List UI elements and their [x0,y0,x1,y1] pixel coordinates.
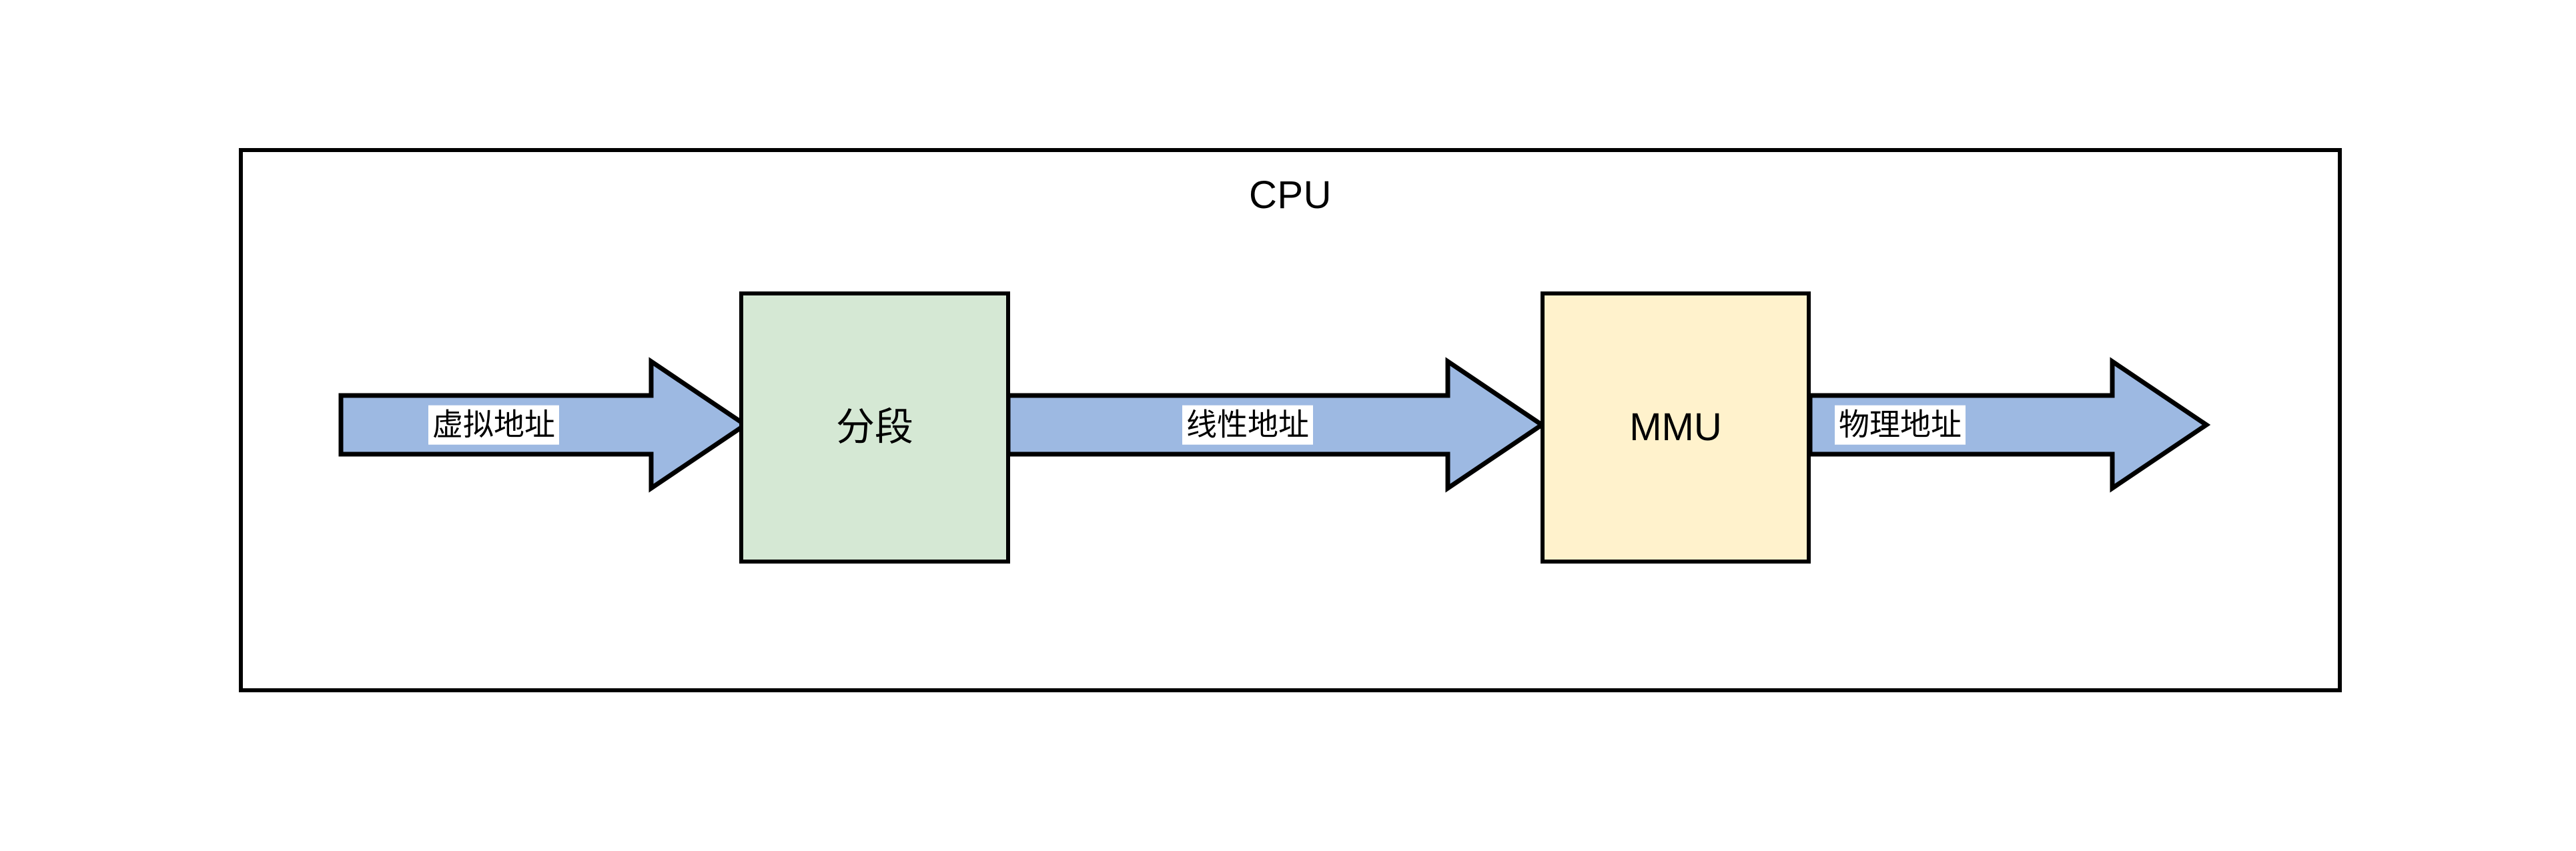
cpu-title-label: CPU [1249,173,1332,217]
arrow-virtual-address: 虚拟地址 [338,357,750,493]
node-mmu-label: MMU [1629,405,1722,449]
node-segment-label: 分段 [835,405,913,449]
node-segment[interactable]: 分段 [739,291,1010,564]
arrow-linear-address-label: 线性地址 [1182,405,1313,445]
arrow-physical-address-label: 物理地址 [1835,405,1966,445]
arrow-virtual-address-label: 虚拟地址 [428,405,559,445]
arrow-linear-address: 线性地址 [1005,357,1547,493]
arrow-physical-address-shape [1807,357,2211,493]
node-mmu[interactable]: MMU [1541,291,1811,564]
arrow-physical-address: 物理地址 [1807,357,2211,493]
